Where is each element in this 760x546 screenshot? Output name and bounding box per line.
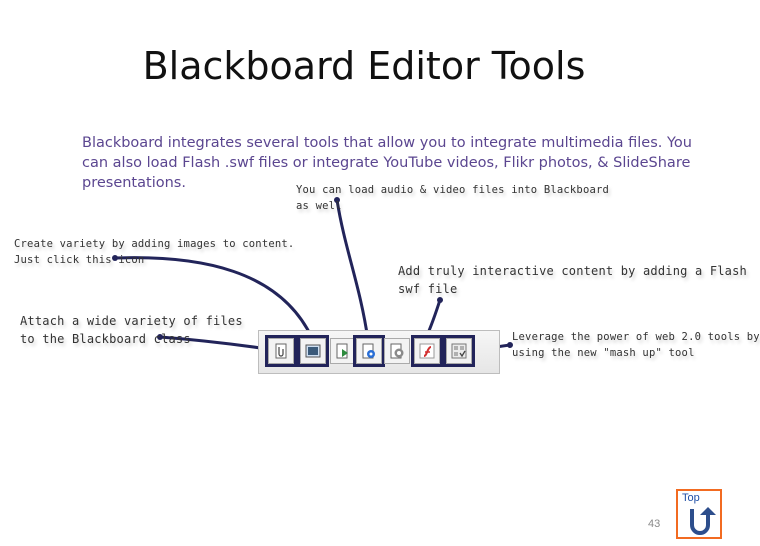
note-mashup: Leverage the power of web 2.0 tools by u… [512, 331, 760, 359]
attach-file-icon [275, 343, 287, 359]
insert-image-icon [305, 344, 321, 358]
u-turn-arrow-icon [690, 507, 716, 535]
slide: Blackboard Editor Tools Blackboard integ… [14, 44, 760, 539]
slide-body-text: Blackboard integrates several tools that… [82, 135, 692, 191]
attach-file-button[interactable] [265, 335, 297, 367]
insert-image-button[interactable] [297, 335, 329, 367]
mashup-icon [451, 343, 467, 359]
note-audio-video: You can load audio & video files into Bl… [296, 184, 610, 212]
insert-media-button[interactable] [330, 338, 356, 364]
note-flash: Add truly interactive content by adding … [398, 264, 747, 296]
insert-quicktime-button[interactable] [384, 338, 410, 364]
insert-audio-icon [362, 343, 375, 359]
insert-media-icon [336, 343, 348, 359]
insert-audio-button[interactable] [353, 335, 385, 367]
page-number: 43 [648, 518, 661, 530]
top-button[interactable]: Top [676, 489, 722, 539]
note-images: Create variety by adding images to conte… [14, 238, 295, 266]
insert-flash-icon [419, 343, 435, 359]
connector-images [113, 256, 314, 340]
slide-title: Blackboard Editor Tools [142, 44, 586, 88]
top-button-label: Top [682, 492, 700, 504]
note-files: Attach a wide variety of files to the Bl… [20, 314, 243, 346]
connector-audio-video [335, 198, 370, 342]
mashup-button[interactable] [443, 335, 475, 367]
insert-flash-button[interactable] [411, 335, 443, 367]
insert-quicktime-icon [390, 343, 404, 359]
